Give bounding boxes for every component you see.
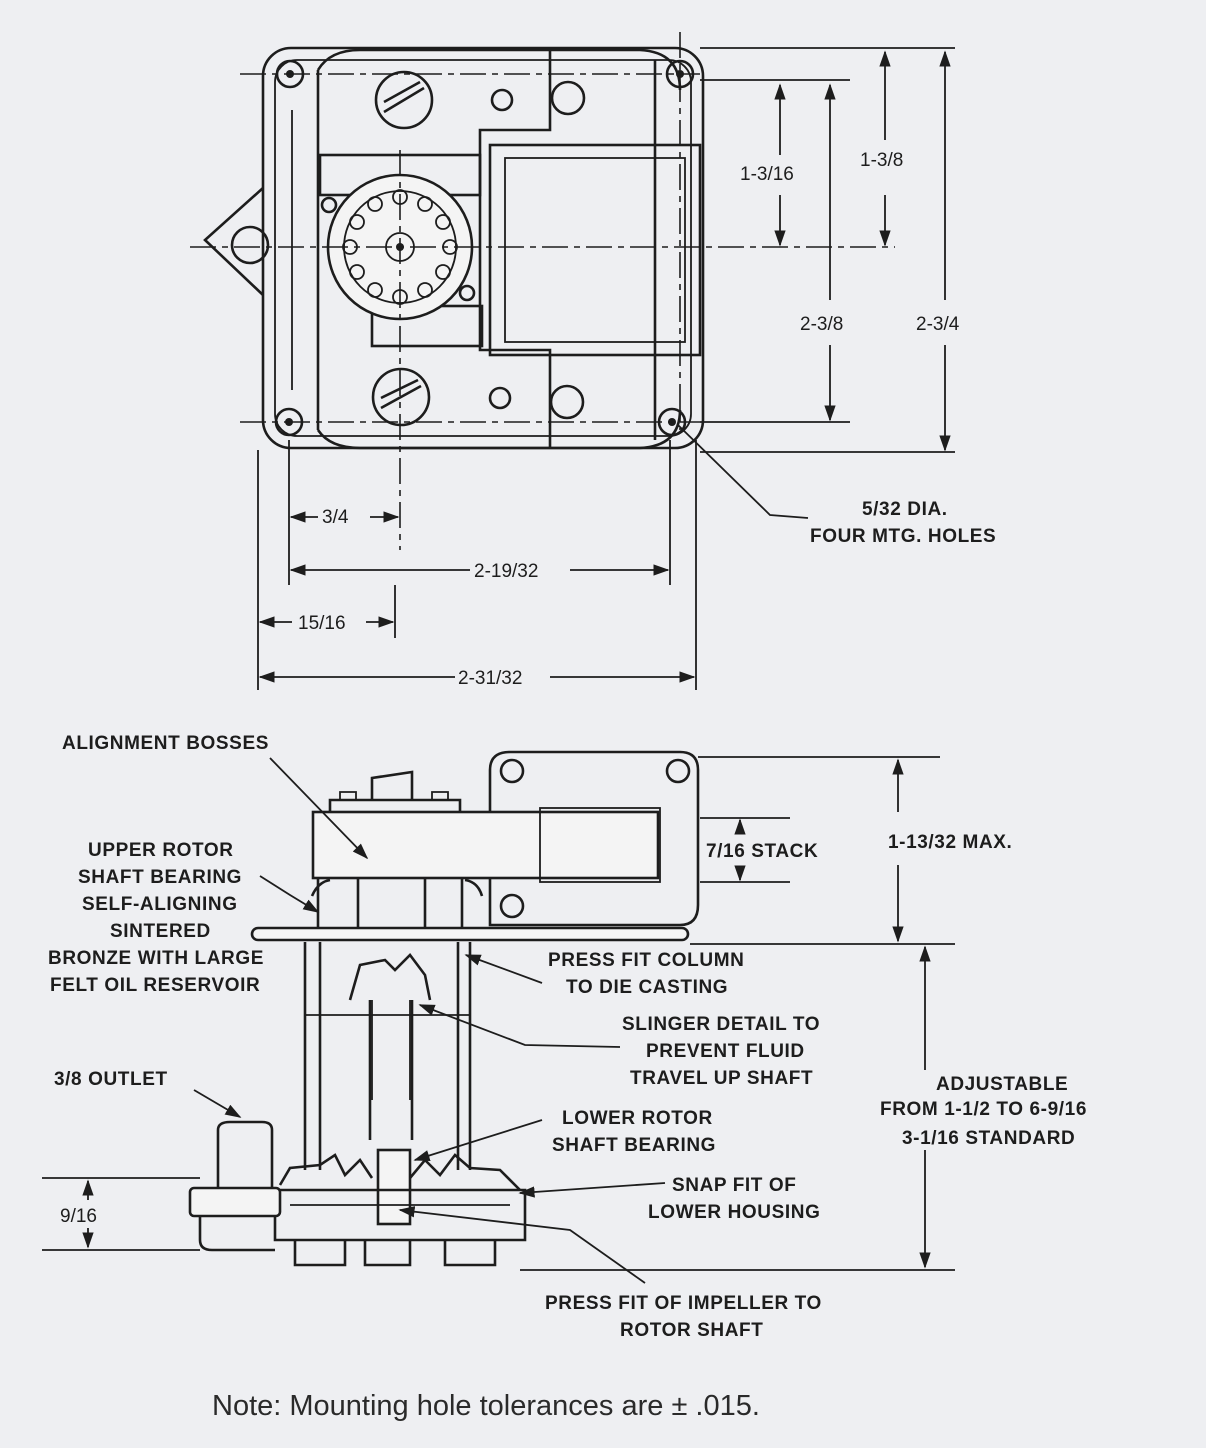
dim-2-31-32: 2-31/32 [458, 668, 522, 689]
dim-2-19-32: 2-19/32 [474, 561, 538, 582]
side-view: ALIGNMENT BOSSES UPPER ROTOR SHAFT BEARI… [42, 733, 1087, 1341]
adjustable-height-label: ADJUSTABLE FROM 1-1/2 TO 6-9/16 3-1/16 S… [880, 1074, 1087, 1149]
max-height-label: 1-13/32 MAX. [888, 832, 1012, 853]
dim-3-4: 3/4 [322, 507, 349, 528]
outlet-label: 3/8 OUTLET [54, 1069, 168, 1090]
snap-fit-label: SNAP FIT OF LOWER HOUSING [648, 1175, 820, 1223]
svg-text:PRESS FIT OF IMPELLER TO: PRESS FIT OF IMPELLER TO [545, 1293, 822, 1314]
svg-text:SHAFT BEARING: SHAFT BEARING [552, 1135, 716, 1156]
svg-text:BRONZE WITH LARGE: BRONZE WITH LARGE [48, 948, 264, 969]
svg-text:FELT OIL RESERVOIR: FELT OIL RESERVOIR [50, 975, 260, 996]
stack-dim-label: 7/16 STACK [706, 841, 818, 862]
mounting-holes-label-line2: FOUR MTG. HOLES [810, 526, 996, 547]
outlet-height-dim: 9/16 [60, 1206, 97, 1227]
upper-rotor-bearing-label: UPPER ROTOR SHAFT BEARING SELF-ALIGNING … [48, 840, 264, 996]
rotor-icon [318, 153, 484, 348]
tolerance-note: Note: Mounting hole tolerances are ± .01… [212, 1390, 760, 1422]
svg-text:SELF-ALIGNING: SELF-ALIGNING [82, 894, 238, 915]
svg-text:LOWER ROTOR: LOWER ROTOR [562, 1108, 713, 1129]
svg-text:TRAVEL UP SHAFT: TRAVEL UP SHAFT [630, 1068, 813, 1089]
dim-15-16: 15/16 [298, 613, 346, 634]
dim-1-3-8: 1-3/8 [860, 150, 903, 171]
svg-text:LOWER HOUSING: LOWER HOUSING [648, 1202, 820, 1223]
dim-2-3-4: 2-3/4 [916, 314, 960, 335]
svg-text:SINTERED: SINTERED [110, 921, 211, 942]
svg-text:ROTOR SHAFT: ROTOR SHAFT [620, 1320, 763, 1341]
svg-text:SLINGER DETAIL TO: SLINGER DETAIL TO [622, 1014, 820, 1035]
svg-text:TO DIE CASTING: TO DIE CASTING [566, 977, 728, 998]
svg-text:SNAP FIT OF: SNAP FIT OF [672, 1175, 796, 1196]
dim-2-3-8: 2-3/8 [800, 314, 843, 335]
press-fit-column-label: PRESS FIT COLUMN TO DIE CASTING [548, 950, 744, 998]
lower-rotor-bearing-label: LOWER ROTOR SHAFT BEARING [552, 1108, 716, 1156]
svg-text:UPPER ROTOR: UPPER ROTOR [88, 840, 234, 861]
svg-text:SHAFT BEARING: SHAFT BEARING [78, 867, 242, 888]
impeller-press-fit-label: PRESS FIT OF IMPELLER TO ROTOR SHAFT [545, 1293, 822, 1341]
svg-text:PRESS FIT COLUMN: PRESS FIT COLUMN [548, 950, 744, 971]
top-view: 1-3/16 1-3/8 2-3/8 2-3/4 5/32 DIA. FOUR … [190, 32, 996, 690]
slinger-detail-label: SLINGER DETAIL TO PREVENT FLUID TRAVEL U… [622, 1014, 820, 1089]
svg-text:FROM 1-1/2 TO 6-9/16: FROM 1-1/2 TO 6-9/16 [880, 1099, 1087, 1120]
dim-1-3-16: 1-3/16 [740, 164, 794, 185]
screw-icon [371, 70, 434, 427]
mounting-holes-label-line1: 5/32 DIA. [862, 499, 948, 520]
svg-text:3-1/16 STANDARD: 3-1/16 STANDARD [902, 1128, 1075, 1149]
alignment-bosses-label: ALIGNMENT BOSSES [62, 733, 269, 754]
svg-text:PREVENT FLUID: PREVENT FLUID [646, 1041, 805, 1062]
svg-text:ADJUSTABLE: ADJUSTABLE [936, 1074, 1068, 1095]
